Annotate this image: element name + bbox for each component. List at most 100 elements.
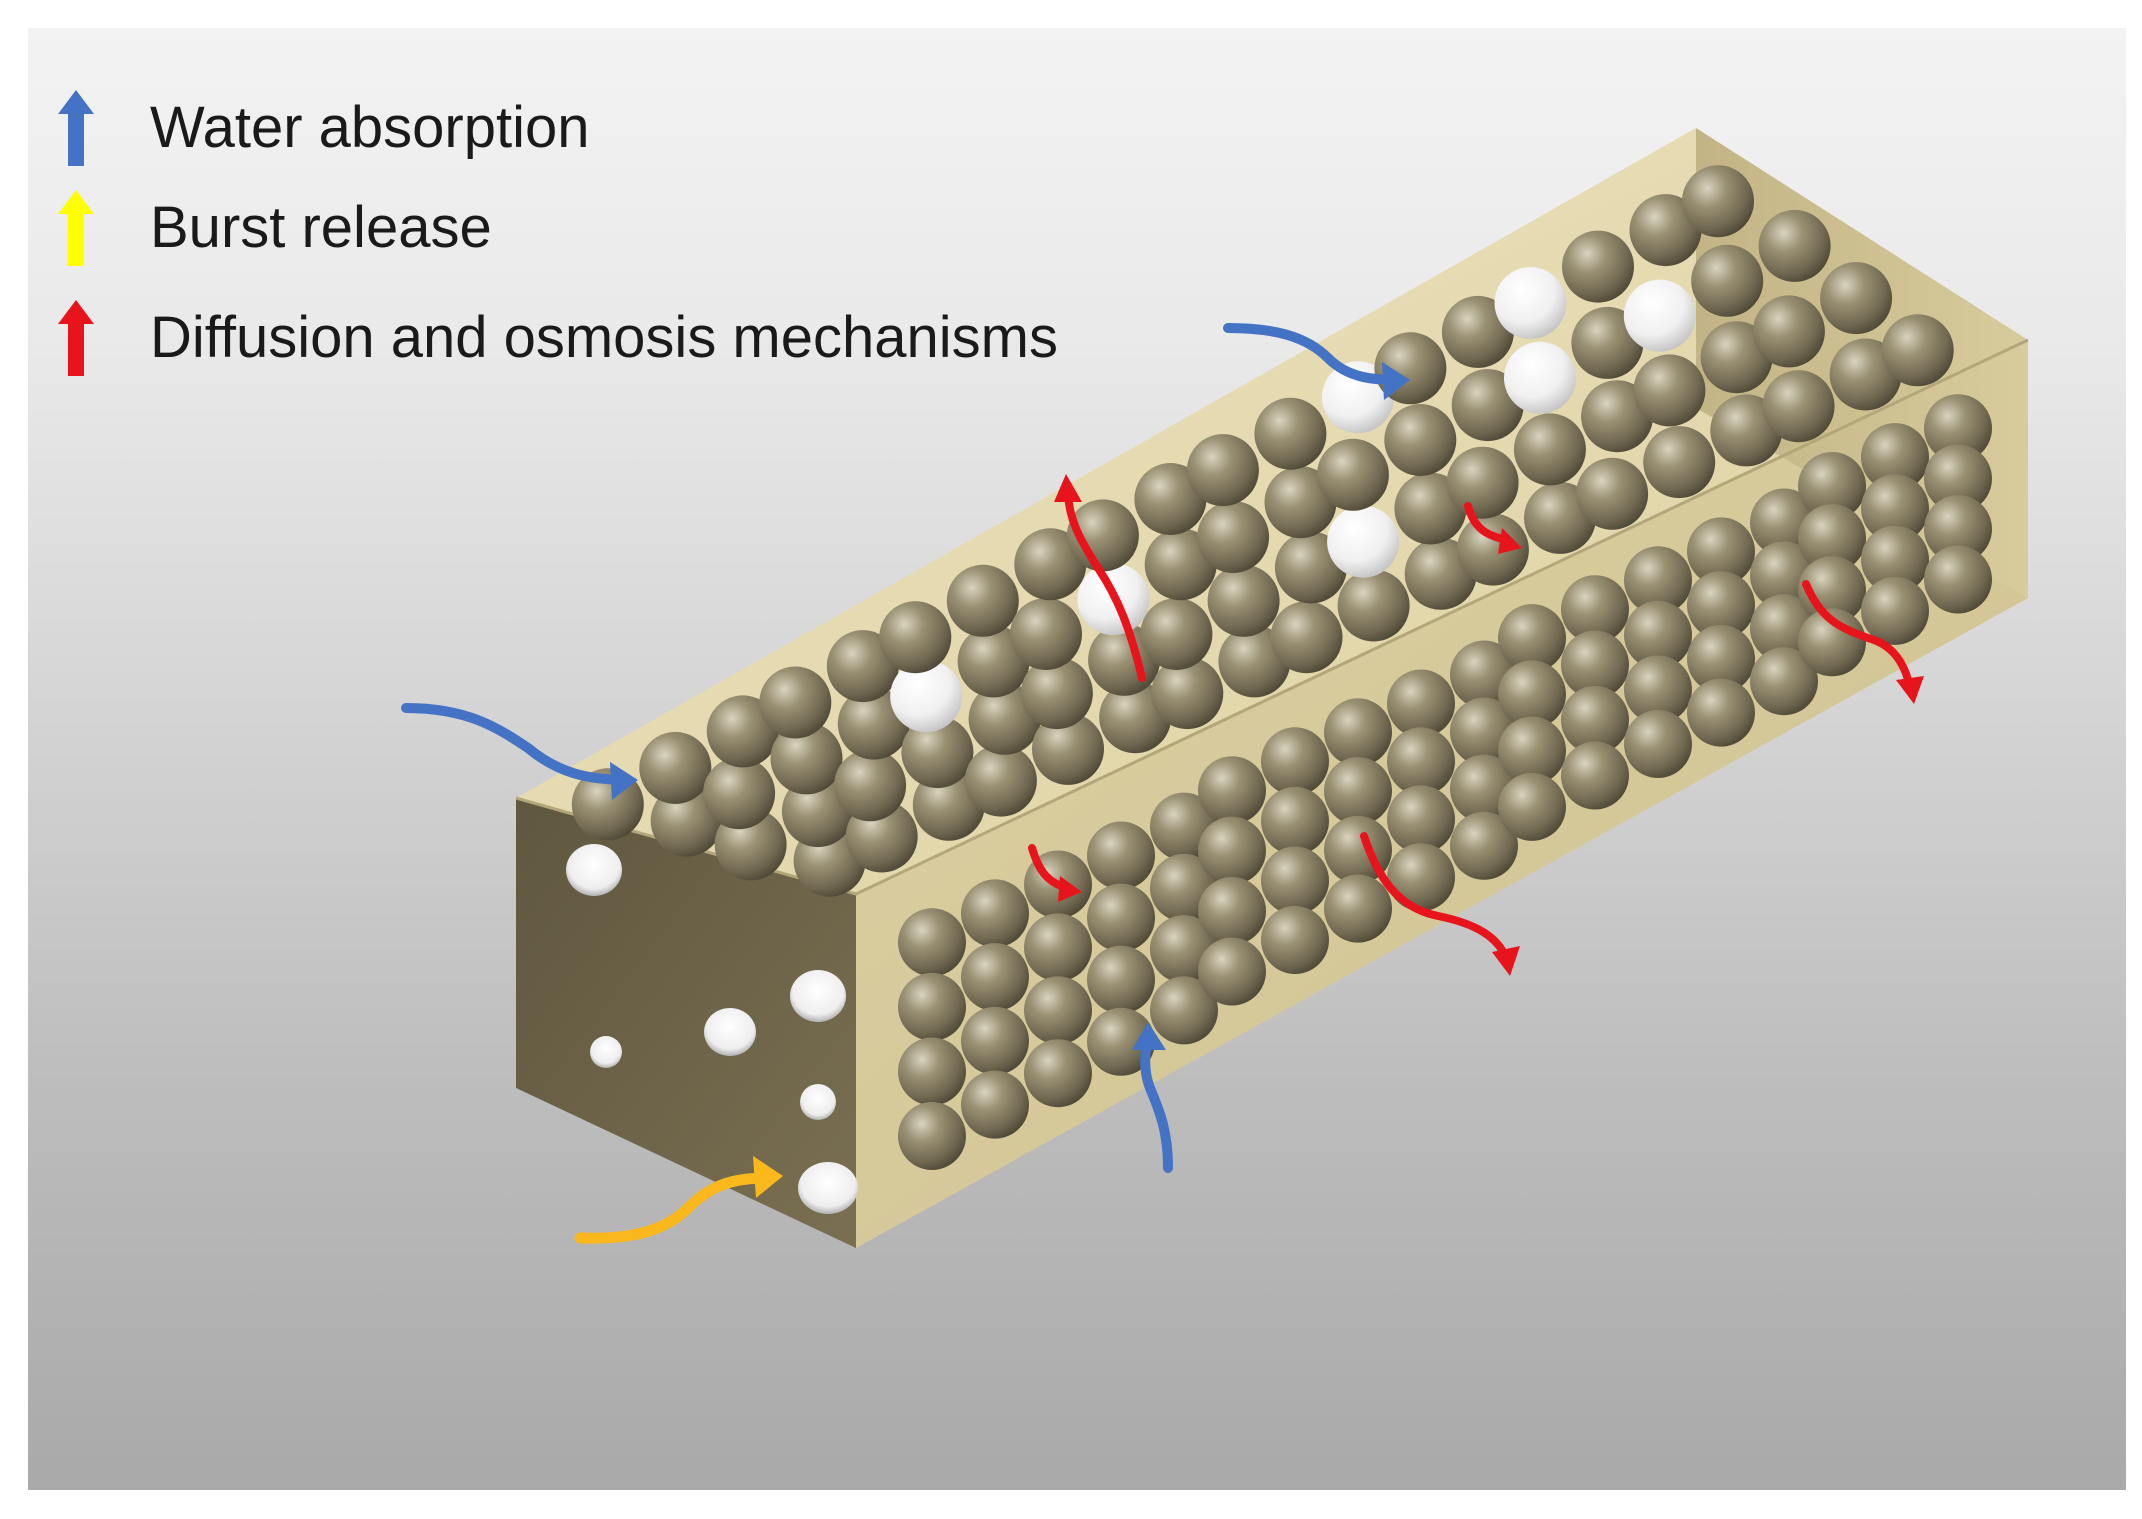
polymer-particle	[1010, 598, 1082, 670]
polymer-particle	[1861, 576, 1929, 645]
polymer-particle	[1687, 624, 1755, 693]
polymer-particle	[1576, 457, 1649, 530]
polymer-particle	[1643, 426, 1716, 499]
polymer-particle	[1198, 816, 1266, 885]
pore	[790, 970, 846, 1022]
polymer-particle	[1798, 452, 1866, 520]
water-arrow	[401, 703, 633, 785]
polymer-particle	[1498, 604, 1566, 673]
pore	[590, 1036, 622, 1068]
polymer-particle	[1198, 877, 1266, 945]
polymer-particle	[1924, 394, 1992, 463]
diffusion-arrowhead	[1054, 474, 1082, 502]
polymer-particle	[1324, 698, 1392, 767]
polymer-particle	[1261, 727, 1329, 796]
polymer-particle	[1687, 517, 1755, 586]
polymer-particle	[1441, 295, 1514, 368]
polymer-particle	[1561, 686, 1629, 754]
polymer-particle	[1261, 846, 1329, 915]
polymer-particle	[1087, 821, 1155, 890]
polymer-particle	[1316, 438, 1389, 511]
polymer-particle	[1186, 434, 1259, 507]
polymer-particle	[1450, 811, 1518, 880]
polymer-particle	[1561, 630, 1629, 699]
polymer-particle	[1624, 710, 1692, 778]
polymer-particle	[703, 757, 776, 830]
polymer-particle	[1624, 600, 1692, 669]
polymer-particle	[901, 716, 974, 789]
polymer-particle	[706, 695, 779, 768]
polymer-particle	[946, 564, 1019, 637]
polymer-particle	[1087, 1007, 1155, 1076]
pore	[800, 1084, 836, 1120]
polymer-particle	[1861, 423, 1929, 492]
legend-label: Diffusion and osmosis mechanisms	[150, 305, 1058, 370]
polymer-particle	[961, 879, 1029, 948]
polymer-particle	[1197, 501, 1270, 573]
polymer-particle	[1513, 413, 1586, 486]
polymer-particle	[1687, 571, 1755, 640]
polymer-particle	[1324, 757, 1392, 826]
polymer-particle	[961, 943, 1029, 1012]
pore	[566, 844, 622, 896]
legend-swatch	[58, 300, 94, 376]
drug-particle	[1504, 341, 1576, 414]
polymer-particle	[1032, 712, 1104, 785]
water-arrowhead	[1382, 362, 1410, 400]
diffusion-arrowhead	[1896, 676, 1924, 704]
polymer-particle	[1561, 575, 1629, 644]
polymer-particle	[879, 601, 952, 674]
polymer-particle	[1014, 528, 1087, 601]
polymer-particle	[1087, 945, 1155, 1014]
polymer-particle	[1024, 913, 1092, 982]
polymer-particle	[1087, 883, 1155, 952]
polymer-particle	[1150, 976, 1218, 1045]
polymer-particle	[1456, 513, 1529, 586]
polymer-particle	[1624, 655, 1692, 724]
legend-item-water-absorption: Water absorption	[56, 88, 1356, 168]
polymer-particle	[898, 1037, 966, 1106]
polymer-particle	[1198, 756, 1266, 825]
polymer-particle	[639, 731, 712, 804]
polymer-particle	[1384, 404, 1457, 476]
polymer-particle	[1861, 525, 1929, 594]
polymer-particle	[1820, 262, 1893, 335]
front-face-pores	[566, 844, 858, 1214]
polymer-particle	[1151, 657, 1224, 730]
polymer-particle	[1691, 244, 1764, 317]
polymer-particle	[961, 1070, 1029, 1139]
mechanism-arrows	[401, 323, 1924, 1244]
drug-particle	[890, 660, 963, 733]
blue-up-arrow-icon	[58, 90, 94, 166]
polymer-particle	[1561, 741, 1629, 810]
polymer-particle	[1140, 598, 1213, 670]
water-arrow	[1223, 323, 1403, 385]
legend-item-diffusion-osmosis: Diffusion and osmosis mechanisms	[56, 298, 1356, 378]
polymer-particle	[961, 1006, 1029, 1075]
polymer-particle	[826, 630, 899, 703]
polymer-particle	[1134, 463, 1207, 535]
drug-particle	[1494, 267, 1567, 339]
polymer-particle	[1881, 314, 1954, 387]
legend-label: Burst release	[150, 195, 492, 260]
polymer-particle	[1629, 194, 1702, 267]
pore	[798, 1162, 858, 1214]
red-up-arrow-icon	[58, 300, 94, 376]
polymer-particle	[898, 908, 966, 977]
polymer-particle	[1198, 937, 1266, 1006]
polymer-particle	[834, 749, 907, 822]
legend-item-burst-release: Burst release	[56, 188, 1356, 268]
yellow-up-arrow-icon	[58, 190, 94, 266]
water-arrowhead	[1132, 1022, 1166, 1050]
polymer-particle	[1924, 444, 1992, 513]
drug-particle	[1623, 279, 1696, 352]
polymer-particle	[1861, 474, 1929, 543]
polymer-particle	[770, 722, 843, 795]
polymer-particle	[1446, 446, 1519, 519]
drug-particle	[1327, 505, 1400, 578]
polymer-particle	[1270, 601, 1343, 674]
polymer-particle	[1798, 608, 1866, 677]
water-arrowhead	[610, 762, 638, 800]
polymer-particle	[1387, 669, 1455, 738]
polymer-particle	[1758, 209, 1831, 282]
